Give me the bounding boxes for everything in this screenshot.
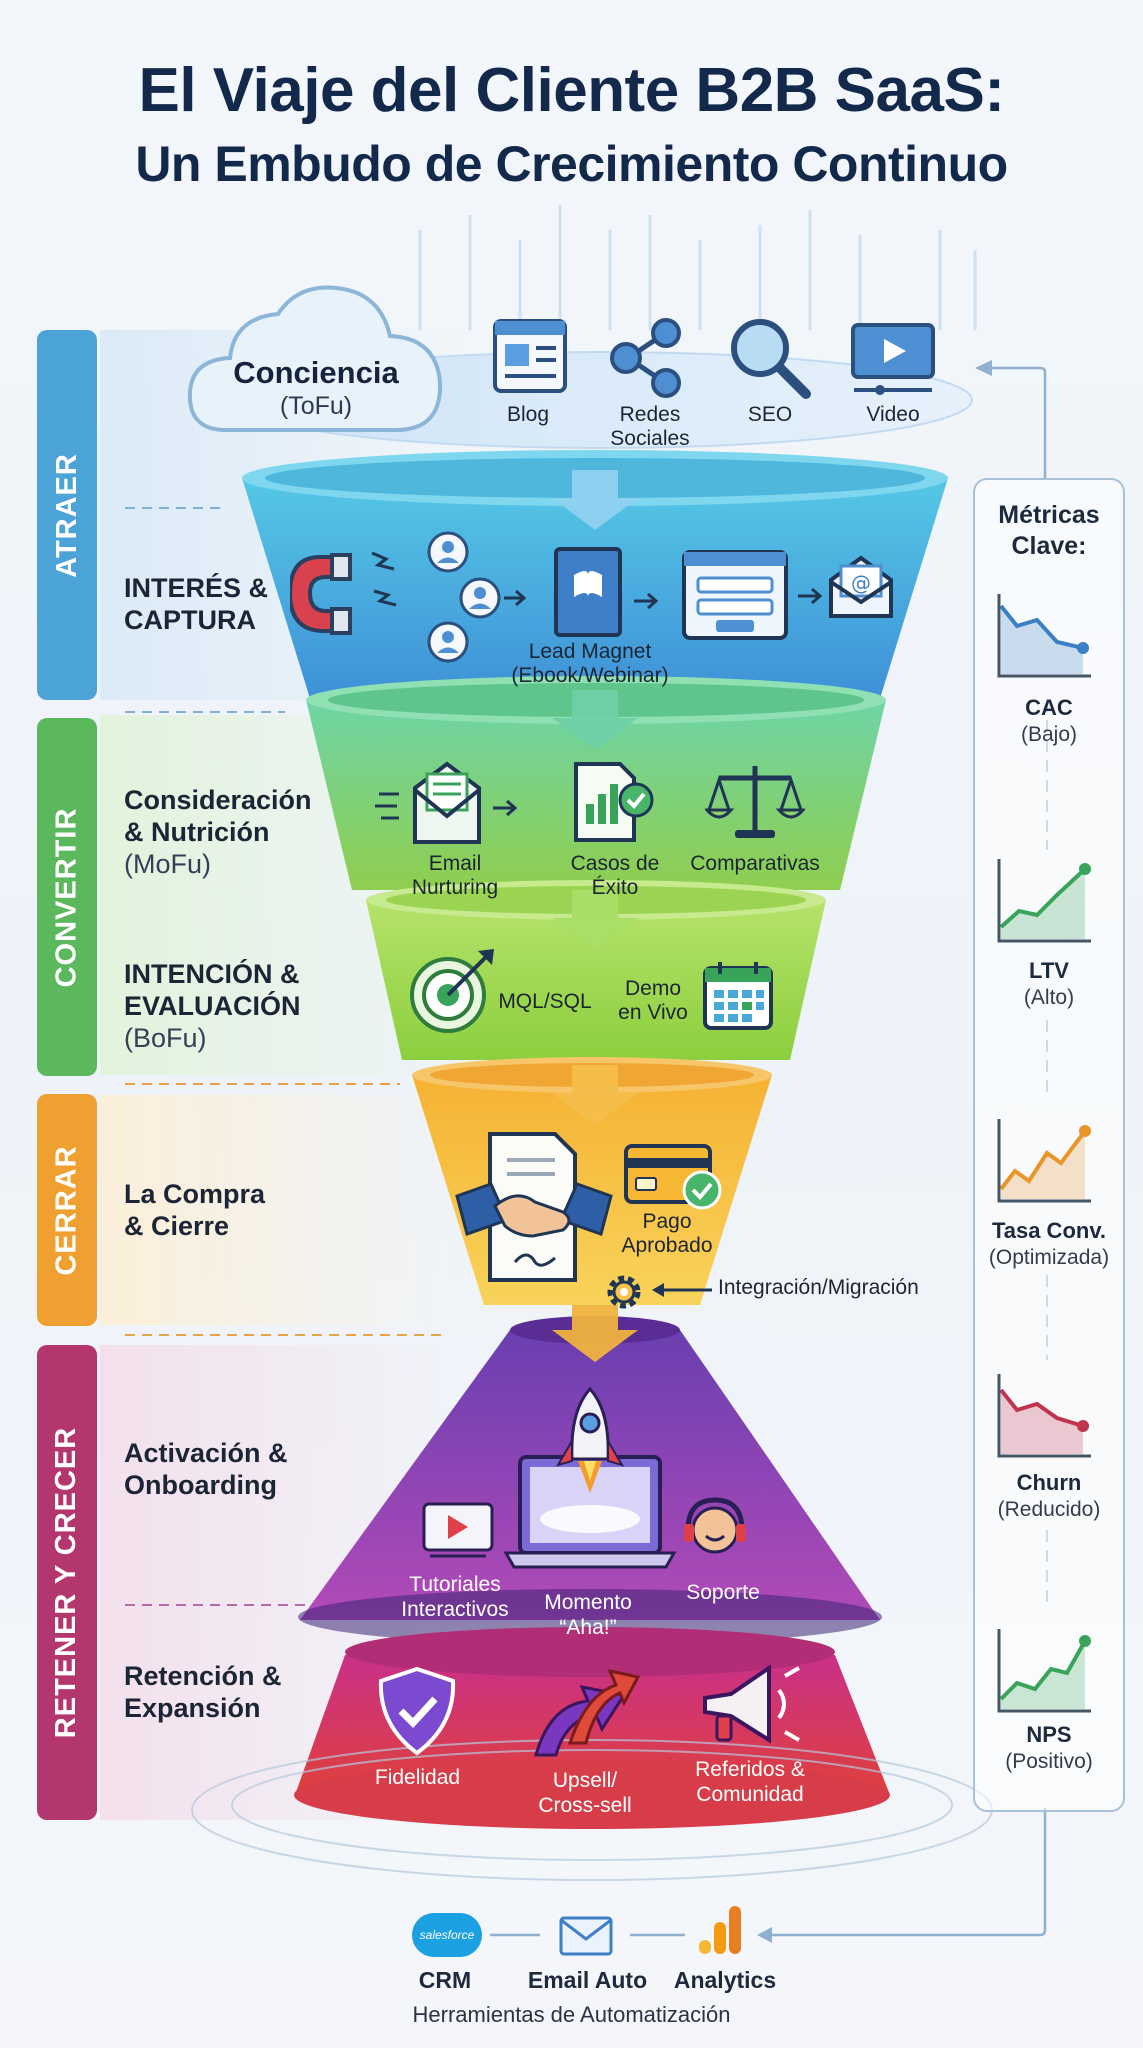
metric-note: (Reducido) (997, 1498, 1101, 1521)
shield-icon (378, 1666, 456, 1756)
metric-name: LTV (1029, 958, 1069, 983)
stage-bar-label: CONVERTIR (50, 807, 83, 987)
metric-chart-conversion-icon (997, 1119, 1091, 1203)
analytics-icon (699, 1906, 741, 1954)
video-icon (851, 323, 935, 395)
aha-moment-label: Momento “Aha!” (544, 1591, 632, 1639)
metrics-title: Métricas Clave: (998, 501, 1100, 560)
metric-note: (Optimizada) (988, 1246, 1110, 1269)
stage-bar-label: ATRAER (50, 452, 83, 578)
share-icon (610, 318, 681, 398)
stage-label-consideration: Consideración & Nutrición (MoFu) (124, 785, 312, 879)
blog-icon (493, 319, 567, 393)
envelope-icon (559, 1916, 613, 1956)
metric-note: (Positivo) (1005, 1750, 1093, 1773)
stage-label-activation: Activación & Onboarding (124, 1438, 288, 1500)
main-subtitle: Un Embudo de Crecimiento Continuo (135, 136, 1008, 192)
ebook-icon (554, 547, 659, 637)
contract-handshake-icon (455, 1132, 613, 1282)
credit-card-icon (624, 1144, 722, 1210)
awareness-title: Conciencia (233, 355, 399, 390)
support-icon (684, 1497, 746, 1554)
search-icon (731, 319, 811, 399)
referrals-label: Referidos & Comunidad (695, 1758, 805, 1806)
success-case-icon (574, 762, 654, 842)
rocket-laptop-icon (503, 1386, 677, 1569)
email-nurturing-icon (375, 761, 518, 844)
metric-name: CAC (1025, 695, 1073, 720)
email-nurturing-label: Email Nurturing (411, 852, 499, 899)
stage-bar-cerrar: CERRAR (37, 1094, 97, 1326)
target-icon (410, 949, 494, 1033)
metric-chart-ltv-icon (997, 859, 1091, 943)
stage-label-retention: Retención & Expansión (124, 1661, 282, 1723)
stage-bar-label: RETENER Y CRECER (50, 1426, 83, 1739)
calendar-icon (703, 962, 773, 1030)
stage-label-interest: INTERÉS & CAPTURA (124, 573, 269, 635)
magnet-icon (290, 551, 397, 635)
form-icon (682, 550, 823, 640)
tool-email-auto: Email Auto (527, 1967, 648, 1993)
channel-video: Video (866, 403, 920, 426)
upsell-arrow-icon (534, 1668, 640, 1757)
gear-icon (607, 1275, 641, 1309)
cloud-icon (187, 285, 443, 432)
scale-icon (705, 766, 805, 838)
tool-analytics: Analytics (673, 1967, 777, 1993)
metric-note: (Bajo) (1020, 723, 1078, 746)
main-title: El Viaje del Cliente B2B SaaS: (138, 56, 1006, 125)
lead-magnet-label: Lead Magnet (Ebook/Webinar) (511, 640, 669, 687)
channel-social: Redes Sociales (610, 403, 690, 450)
leads-icon (427, 531, 527, 663)
metric-note: (Alto) (1023, 986, 1075, 1009)
metric-chart-nps-icon (997, 1629, 1091, 1713)
megaphone-icon (703, 1664, 800, 1744)
channel-blog: Blog (506, 403, 550, 426)
metric-chart-cac-icon (997, 594, 1091, 678)
stage-label-intention: INTENCIÓN & EVALUACIÓN (BoFu) (124, 959, 301, 1053)
payment-label: Pago Aprobado (621, 1210, 713, 1257)
awareness-subtitle: (ToFu) (279, 392, 353, 420)
arrow-left-icon (652, 1283, 712, 1297)
comparison-label: Comparativas (690, 852, 820, 875)
salesforce-logo: salesforce (412, 1913, 482, 1957)
tutorial-video-icon (422, 1502, 494, 1558)
tools-caption: Herramientas de Automatización (412, 2002, 731, 2027)
demo-label: Demo en Vivo (618, 977, 688, 1024)
stage-bar-label: CERRAR (50, 1144, 83, 1276)
stage-label-purchase: La Compra & Cierre (124, 1179, 266, 1241)
stage-bar-atraer: ATRAER (37, 330, 97, 700)
stage-bar-retener: RETENER Y CRECER (37, 1345, 97, 1820)
svg-text:@: @ (851, 571, 871, 595)
support-label: Soporte (686, 1581, 760, 1604)
metric-name: Tasa Conv. (991, 1218, 1107, 1243)
success-case-label: Casos de Éxito (570, 852, 660, 899)
email-icon: @ (829, 555, 893, 618)
loyalty-label: Fidelidad (374, 1766, 461, 1789)
metric-name: NPS (1026, 1722, 1072, 1747)
channel-seo: SEO (747, 403, 793, 426)
integration-label: Integración/Migración (718, 1276, 919, 1299)
mql-label: MQL/SQL (498, 990, 592, 1013)
tutorials-label: Tutoriales Interactivos (401, 1573, 509, 1621)
stage-bar-convertir: CONVERTIR (37, 718, 97, 1076)
metric-chart-churn-icon (997, 1374, 1091, 1458)
tool-crm: CRM (418, 1967, 472, 1993)
metric-name: Churn (1016, 1470, 1082, 1495)
upsell-label: Upsell/ Cross-sell (538, 1769, 632, 1817)
